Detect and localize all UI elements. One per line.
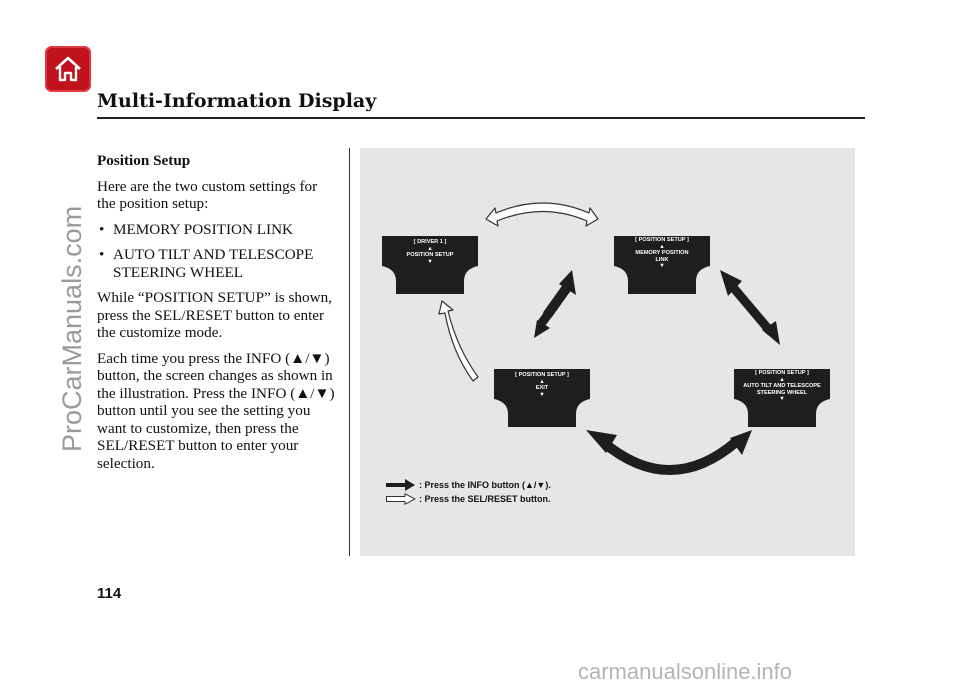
house-icon <box>55 56 81 82</box>
screen-header: [ POSITION SETUP ] <box>635 237 689 243</box>
up-arrow-icon: ▲ <box>427 245 433 252</box>
legend-sel-text: : Press the SEL/RESET button. <box>419 494 551 504</box>
info-arrow <box>599 438 740 475</box>
screen-text: POSITION SETUP <box>406 252 454 259</box>
column-divider <box>349 148 350 556</box>
down-arrow-icon: ▼ <box>427 258 433 265</box>
screen-text: LINK <box>655 256 669 263</box>
white-arrow-icon <box>386 493 416 505</box>
down-arrow-icon: ▼ <box>539 391 545 398</box>
screen-header: [ DRIVER 1 ] <box>413 239 447 245</box>
intro-paragraph: Here are the two custom settings for the… <box>97 177 318 213</box>
screen-text: MEMORY POSITION <box>635 250 689 257</box>
list-item-text: MEMORY POSITION LINK <box>113 220 294 238</box>
home-button[interactable] <box>45 46 91 92</box>
down-arrow-icon: ▼ <box>659 263 665 270</box>
screen-header: [ POSITION SETUP ] <box>755 370 809 376</box>
paragraph: Each time you press the INFO (▲/▼) butto… <box>97 349 335 472</box>
display-screen-steering: [ POSITION SETUP ] ▲ AUTO TILT AND TELES… <box>734 369 830 427</box>
watermark-side: ProCarManuals.com <box>57 205 87 452</box>
sel-reset-arrow <box>438 300 479 382</box>
sel-reset-arrow <box>485 202 599 227</box>
screen-text: STEERING WHEEL <box>756 389 808 396</box>
body-text: Position Setup Here are the two custom s… <box>97 152 339 480</box>
screen-text: AUTO TILT AND TELESCOPE <box>743 383 821 390</box>
page-number: 114 <box>97 585 122 602</box>
list-item: •AUTO TILT AND TELESCOPE STEERING WHEEL <box>99 246 314 281</box>
info-arrow <box>727 281 775 336</box>
up-arrow-icon: ▲ <box>779 376 785 383</box>
paragraph: While “POSITION SETUP” is shown, press t… <box>97 289 332 341</box>
display-screen-exit: [ POSITION SETUP ] ▲ EXIT ▼ <box>494 369 590 427</box>
black-arrow-icon <box>386 479 415 491</box>
section-title: Multi-Information Display <box>97 90 377 112</box>
watermark-bottom: carmanualsonline.info <box>578 659 793 684</box>
flow-arrows <box>438 202 780 475</box>
display-screen-memory: [ POSITION SETUP ] ▲ MEMORY POSITION LIN… <box>614 236 710 294</box>
subsection-heading: Position Setup <box>97 152 191 169</box>
screen-header: [ POSITION SETUP ] <box>515 372 569 378</box>
up-arrow-icon: ▲ <box>659 243 665 250</box>
screen-text: EXIT <box>535 385 549 392</box>
list-item: •MEMORY POSITION LINK <box>99 220 294 238</box>
illustration: [ DRIVER 1 ] ▲ POSITION SETUP ▼ [ POSITI… <box>360 148 855 556</box>
title-divider <box>97 117 865 119</box>
list-item-text: AUTO TILT AND TELESCOPE STEERING WHEEL <box>113 246 314 281</box>
display-screen-driver: [ DRIVER 1 ] ▲ POSITION SETUP ▼ <box>382 236 478 294</box>
down-arrow-icon: ▼ <box>779 396 785 403</box>
legend-info-text: : Press the INFO button (▲/▼). <box>419 480 551 490</box>
up-arrow-icon: ▲ <box>539 378 545 385</box>
